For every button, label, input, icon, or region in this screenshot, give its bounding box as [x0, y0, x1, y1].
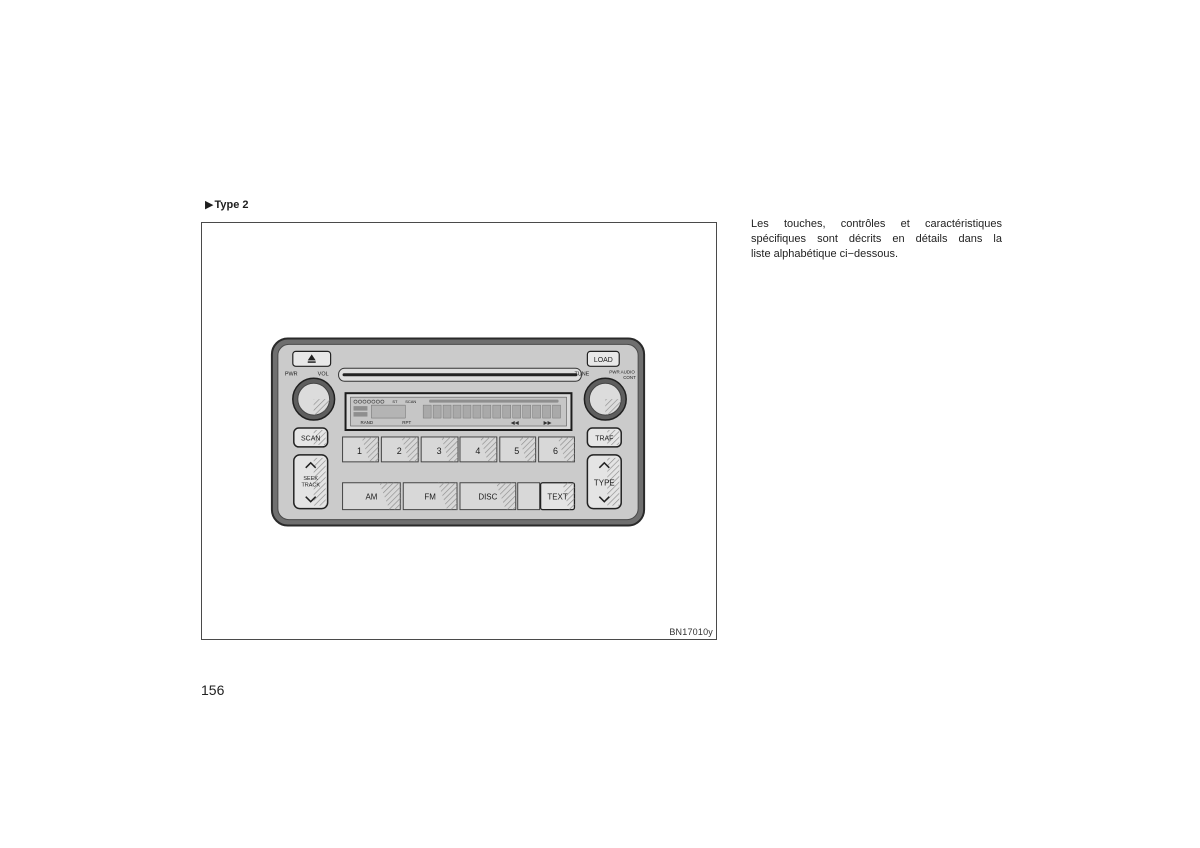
lcd-segment [472, 404, 482, 419]
lcd-segment [442, 404, 452, 419]
lcd-indicators [353, 399, 559, 419]
figure-box: LOAD PWR VOL TUNE PWR AUDIO CONT [201, 222, 717, 640]
am-label: AM [365, 493, 377, 502]
tune-knob [583, 377, 627, 421]
chevron-up-icon [305, 461, 317, 469]
lcd-segment [522, 404, 531, 419]
am-button: AM [342, 482, 401, 511]
lcd-segment [452, 404, 462, 419]
disc-button: DISC [459, 482, 517, 511]
fm-button: FM [402, 482, 458, 511]
lcd-segment [512, 404, 521, 419]
lcd-segment [552, 404, 561, 419]
lcd-rpt: RPT [402, 420, 411, 425]
lcd-segment [502, 404, 511, 419]
track-label: TRACK [301, 483, 320, 489]
preset-label: 4 [475, 446, 480, 456]
cont-label: CONT [623, 375, 636, 380]
eject-button [292, 350, 332, 367]
radio-faceplate [277, 343, 639, 521]
radio-illustration: LOAD PWR VOL TUNE PWR AUDIO CONT [270, 337, 646, 527]
seek-label: SEEK [303, 476, 318, 482]
pwr-audio-label: PWR AUDIO [609, 369, 635, 374]
lcd-scan: SCAN [405, 399, 416, 404]
preset-button-2: 2 [380, 436, 419, 463]
pwr-label: PWR [285, 371, 298, 377]
rewind-icon [510, 421, 519, 426]
page-number: 156 [201, 682, 225, 698]
preset-button-5: 5 [499, 436, 537, 463]
body-line: liste alphabétique ci−dessous. [751, 248, 899, 260]
preset-button-1: 1 [342, 436, 379, 463]
preset-button-4: 4 [459, 436, 498, 463]
display: ST SCAN RAND RPT [344, 392, 573, 431]
cd-slot [338, 367, 582, 382]
lcd-segment [422, 404, 432, 419]
load-button: LOAD [586, 350, 620, 367]
disc-label: DISC [478, 493, 497, 502]
body-line: spécifiques sont décrits en détails dans… [751, 233, 1002, 245]
preset-buttons: 1 2 3 4 5 [342, 436, 575, 463]
body-paragraph: Les touches, contrôles et caractéristiqu… [751, 217, 1002, 262]
scan-button: SCAN [293, 427, 329, 448]
lcd-segment [532, 404, 541, 419]
text-button: TEXT [539, 482, 576, 511]
fm-label: FM [424, 493, 435, 502]
type-label: TYPE [594, 479, 615, 488]
text-label: TEXT [547, 493, 567, 502]
figure-code: BN17010y [669, 627, 713, 637]
vol-label: VOL [318, 371, 329, 377]
heading-text: Type 2 [214, 199, 249, 211]
preset-label: 5 [514, 446, 519, 456]
chevron-up-icon [598, 461, 610, 469]
type-button: TYPE [586, 454, 622, 510]
lcd-segment [492, 404, 502, 419]
seek-track-button: SEEK TRACK [293, 454, 329, 510]
lcd-segment [542, 404, 551, 419]
traf-label: TRAF [595, 435, 613, 442]
blank-button [517, 482, 541, 511]
source-buttons: AM FM DISC TEXT [342, 482, 576, 511]
lcd-segments [422, 404, 561, 419]
load-label: LOAD [594, 357, 613, 364]
preset-label: 2 [397, 446, 402, 456]
chevron-down-icon [598, 496, 610, 503]
fast-forward-icon [543, 421, 552, 426]
preset-label: 3 [437, 446, 442, 456]
preset-label: 6 [553, 446, 558, 456]
heading-marker-icon: ▶ [205, 199, 214, 211]
lcd-segment [462, 404, 472, 419]
lcd-dots [353, 399, 385, 404]
preset-button-3: 3 [420, 436, 459, 463]
traf-button: TRAF [586, 427, 622, 448]
lcd-segment [482, 404, 492, 419]
lcd-st: ST [392, 399, 398, 404]
chevron-down-icon [305, 496, 317, 503]
tune-label: TUNE [574, 371, 589, 377]
lcd-rand: RAND [360, 420, 373, 425]
section-heading: ▶Type 2 [205, 199, 249, 212]
preset-label: 1 [357, 446, 362, 456]
eject-icon [307, 354, 316, 363]
lcd-segment [432, 404, 442, 419]
volume-knob [292, 377, 336, 421]
preset-button-6: 6 [538, 436, 575, 463]
scan-label: SCAN [301, 435, 320, 442]
body-line: Les touches, contrôles et caractéristiqu… [751, 218, 1002, 230]
